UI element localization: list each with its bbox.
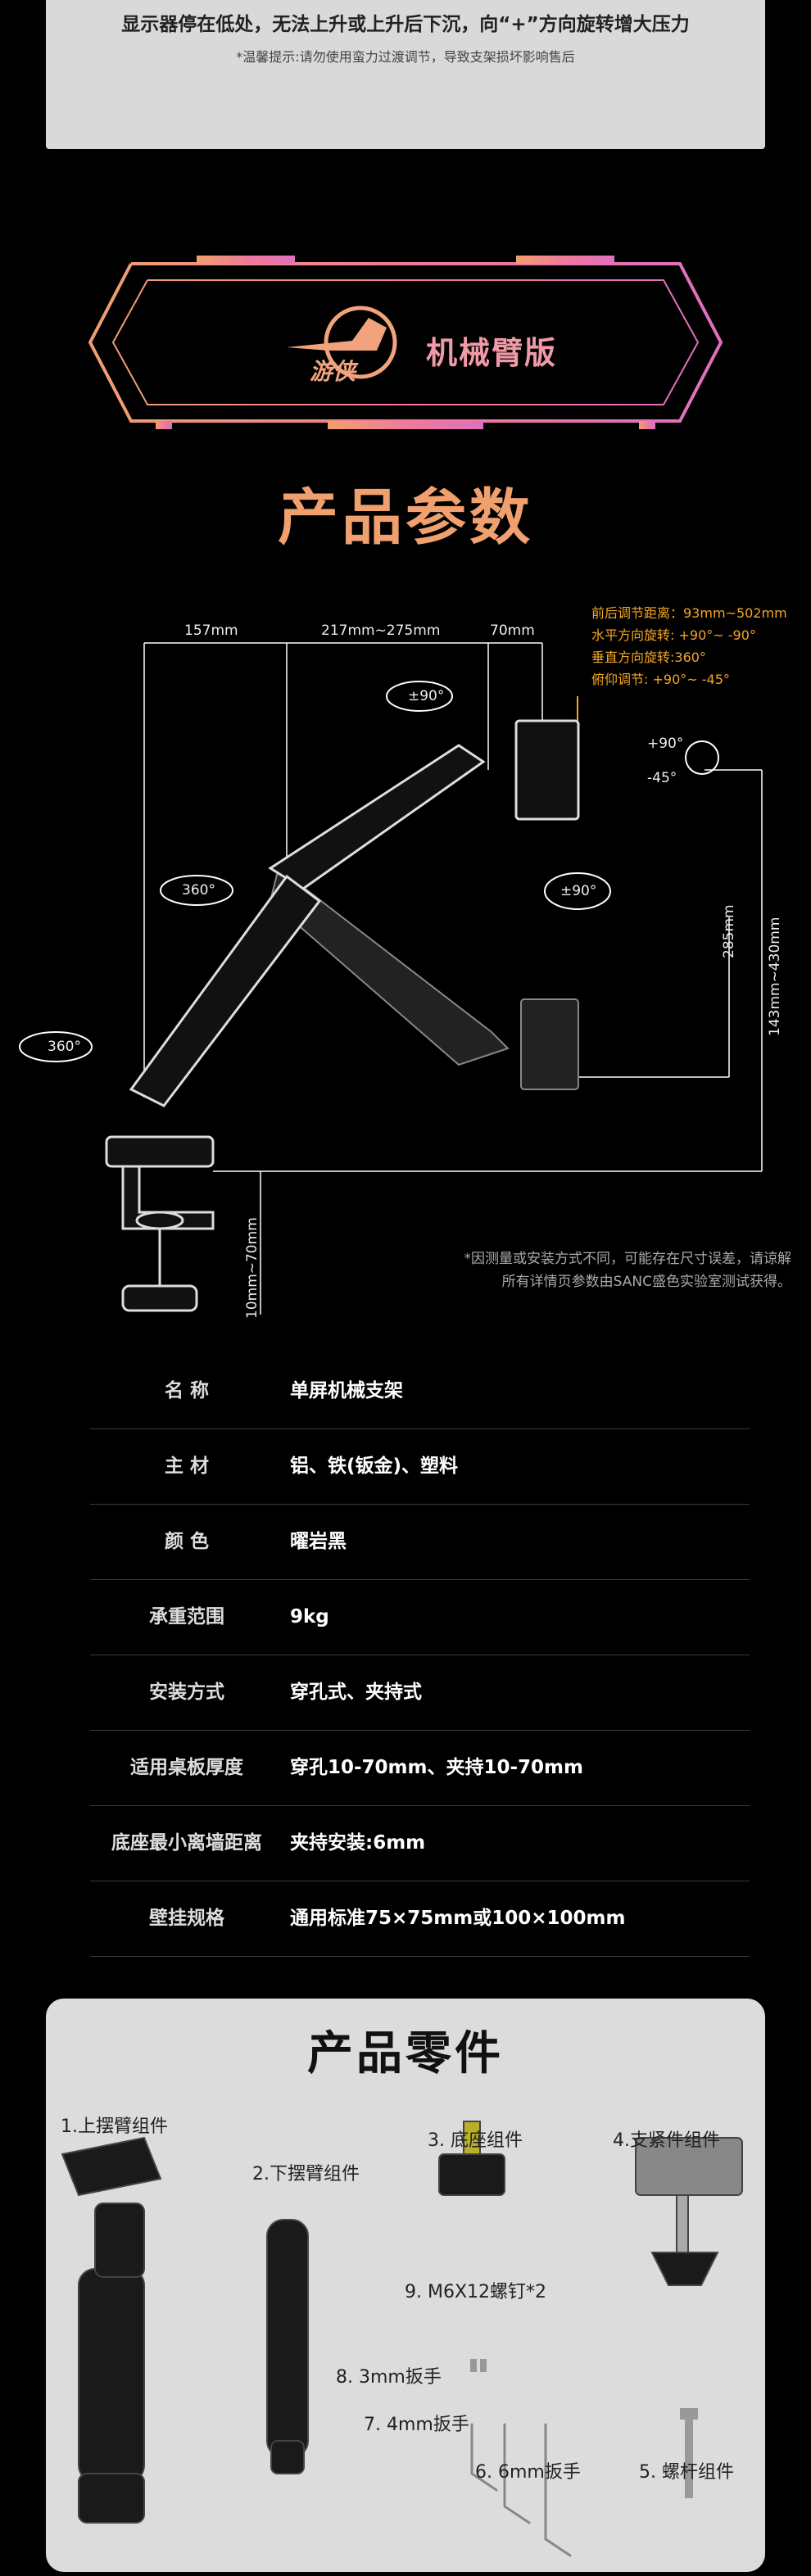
part-label: 7. 4mm扳手 [364,2415,469,2435]
dim-clamp: 10mm~70mm [244,1217,261,1319]
dim-217-275: 217mm~275mm [321,622,441,639]
row-value: 通用标准75×75mm或100×100mm [290,1908,626,1929]
row-label: 主 材 [164,1456,209,1477]
part-label: 5. 螺杆组件 [639,2462,734,2483]
part-label: 2.下摆臂组件 [252,2164,360,2184]
note-line: 所有详情页参数由SANC盛色实验室测试获得。 [501,1274,791,1290]
row-label: 壁挂规格 [149,1908,224,1929]
notice-box: 显示器停在低处，无法上升或上升后下沉，向“+”方向旋转增大压力 *温馨提示:请勿… [46,0,765,149]
spec-item: 前后调节距离：93mm~502mm [591,605,787,621]
spec-table: 名 称 单屏机械支架 主 材 铝、铁(钣金)、塑料 颜 色 曜岩黑 承重范围 9kg 安… [90,1354,750,1957]
dim-70: 70mm [490,622,535,639]
edition-title: 机械臂版 [426,335,558,371]
rotation-label-3: ±90° [560,883,597,899]
rotation-label-2: 360° [182,882,215,899]
spec-item: 水平方向旋转: +90°~ -90° [591,627,756,643]
row-value: 铝、铁(钣金)、塑料 [290,1456,459,1477]
table-row: 名 称 单屏机械支架 [90,1354,750,1429]
table-row: 底座最小离墙距离 夹持安装:6mm [90,1806,750,1881]
part-label: 4.支紧件组件 [613,2130,720,2151]
table-row: 承重范围 9kg [90,1580,750,1655]
logo-text: 游侠 [310,358,356,385]
row-label: 底座最小离墙距离 [111,1832,262,1854]
part-label: 1.上摆臂组件 [61,2116,168,2137]
banner-frame [88,256,723,429]
dim-285: 285mm [721,904,737,958]
row-value: 9kg [290,1606,329,1628]
logo-icon [287,306,397,379]
row-label: 安装方式 [149,1682,224,1703]
table-row: 主 材 铝、铁(钣金)、塑料 [90,1429,750,1505]
note-line: *因测量或安装方式不同，可能存在尺寸误差，请谅解 [464,1251,792,1267]
params-title: 产品参数 [278,482,533,553]
parts-title: 产品零件 [307,2027,504,2080]
measurement-note: *因测量或安装方式不同，可能存在尺寸误差，请谅解 所有详情页参数由SANC盛色实… [464,1247,792,1293]
row-value: 穿孔式、夹持式 [290,1682,422,1703]
part-label: 9. M6X12螺钉*2 [405,2282,547,2302]
row-value: 夹持安装:6mm [290,1832,426,1854]
rotation-label-4: 360° [48,1039,81,1055]
table-row: 安装方式 穿孔式、夹持式 [90,1655,750,1731]
spec-item: 垂直方向旋转:360° [591,650,706,665]
part-label: 6. 6mm扳手 [475,2462,581,2483]
table-row: 颜 色 曜岩黑 [90,1505,750,1580]
part-label: 8. 3mm扳手 [336,2367,442,2388]
part-label: 3. 底座组件 [428,2130,523,2151]
row-label: 颜 色 [164,1531,209,1552]
row-value: 曜岩黑 [290,1531,347,1552]
row-label: 承重范围 [149,1606,224,1628]
tilt-up-label: +90° [647,736,684,752]
dim-157: 157mm [184,622,238,639]
row-value: 穿孔10-70mm、夹持10-70mm [290,1757,583,1778]
parts-panel [46,1999,765,2572]
table-row: 适用桌板厚度 穿孔10-70mm、夹持10-70mm [90,1731,750,1806]
parts-illustration [61,2121,743,2557]
row-label: 名 称 [164,1380,209,1401]
dim-143-430: 143mm~430mm [767,917,783,1036]
arm-diagram [19,642,763,1315]
row-value: 单屏机械支架 [290,1380,403,1401]
row-label: 适用桌板厚度 [130,1757,243,1778]
notice-line2: *温馨提示:请勿使用蛮力过渡调节，导致支架损坏影响售后 [236,49,575,65]
table-row: 壁挂规格 通用标准75×75mm或100×100mm [90,1881,750,1957]
notice-line1: 显示器停在低处，无法上升或上升后下沉，向“+”方向旋转增大压力 [121,14,690,35]
spec-list: 前后调节距离：93mm~502mm 水平方向旋转: +90°~ -90° 垂直方… [591,602,787,690]
spec-item: 俯仰调节: +90°~ -45° [591,672,730,687]
rotation-label-1: ±90° [408,688,445,704]
tilt-down-label: -45° [647,770,677,786]
